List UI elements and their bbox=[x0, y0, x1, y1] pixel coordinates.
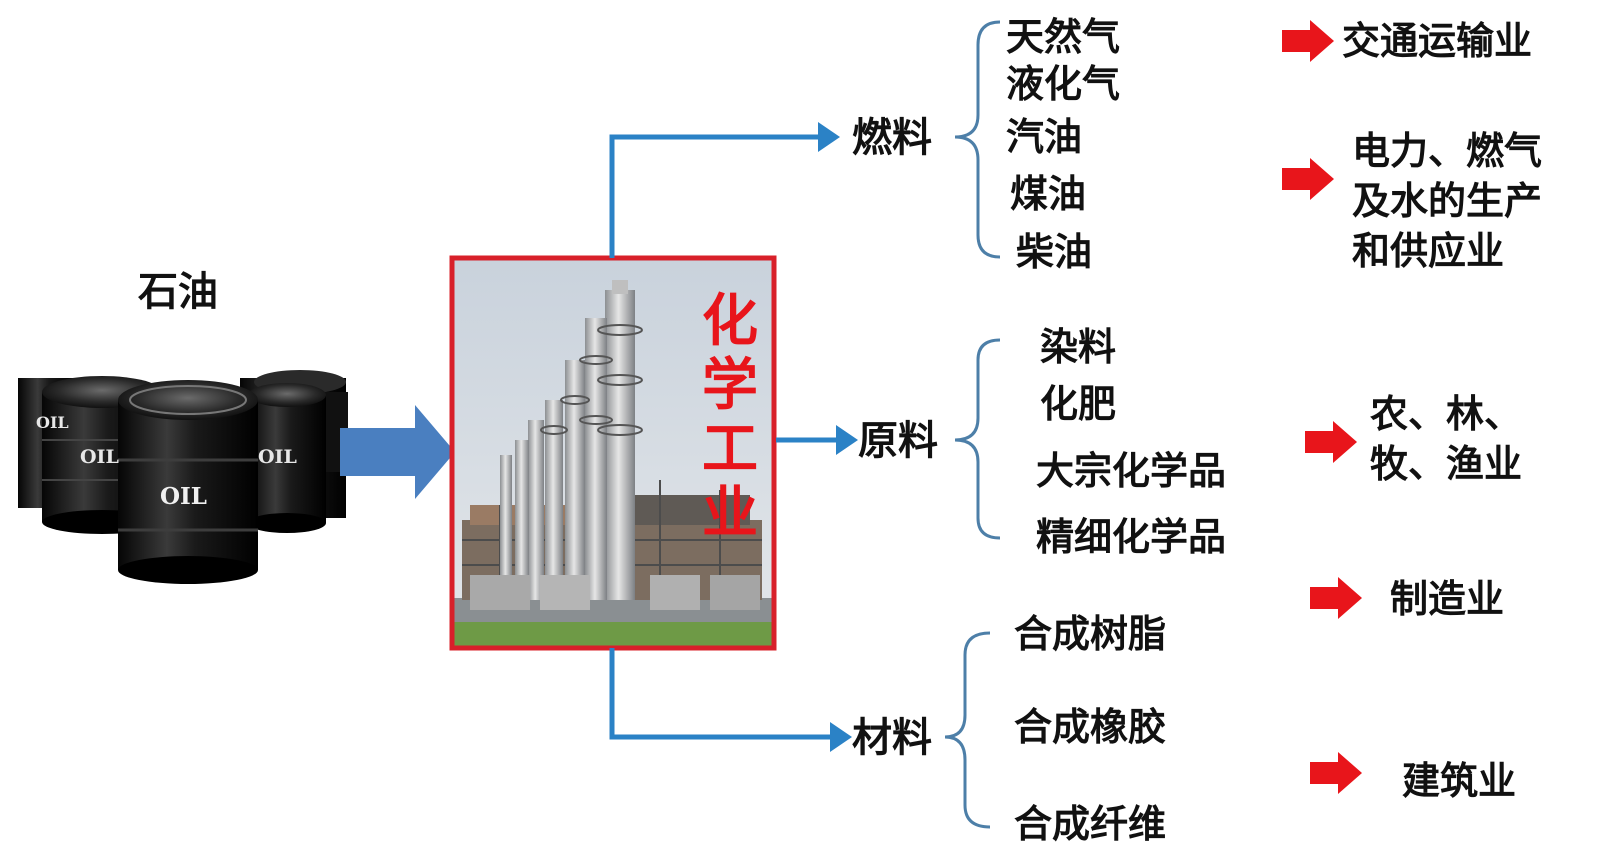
chem-char: 学 bbox=[702, 353, 758, 418]
fuel-item: 柴油 bbox=[1016, 230, 1093, 274]
red-arrow-manufacturing bbox=[1310, 577, 1362, 619]
chemical-industry-label: 化 学 工 业 bbox=[700, 290, 760, 546]
fuel-item: 液化气 bbox=[1006, 62, 1121, 106]
big-flow-arrow bbox=[340, 405, 455, 499]
fuel-item: 汽油 bbox=[1006, 115, 1083, 159]
material-bracket bbox=[944, 631, 991, 829]
red-arrow-agriculture bbox=[1305, 421, 1357, 463]
arrowheads bbox=[818, 122, 858, 752]
industry-manufacturing: 制造业 bbox=[1390, 577, 1505, 621]
red-arrow-construction bbox=[1310, 752, 1362, 794]
oil-barrels-image: OIL OIL OIL OIL bbox=[18, 370, 348, 584]
chem-char: 业 bbox=[702, 481, 758, 546]
material-arrow bbox=[609, 648, 834, 740]
raw-item: 大宗化学品 bbox=[1036, 449, 1227, 493]
industry-agriculture-line: 农、林、 bbox=[1370, 392, 1523, 436]
brackets bbox=[944, 20, 1001, 829]
industry-arrows bbox=[1282, 20, 1362, 794]
raw-item: 染料 bbox=[1040, 325, 1117, 369]
fuel-arrow bbox=[609, 134, 822, 258]
industry-utilities-line: 和供应业 bbox=[1352, 229, 1505, 273]
red-arrow-transport bbox=[1282, 20, 1334, 62]
branch-arrows bbox=[609, 134, 840, 740]
raw-bracket bbox=[954, 338, 1001, 540]
industry-agriculture-line: 牧、渔业 bbox=[1370, 442, 1523, 486]
industry-transport: 交通运输业 bbox=[1342, 19, 1533, 63]
source-label: 石油 bbox=[138, 269, 218, 315]
fuel-item: 天然气 bbox=[1006, 15, 1121, 59]
raw-item: 精细化学品 bbox=[1036, 515, 1227, 559]
fuel-bracket bbox=[954, 20, 1001, 259]
industry-utilities-line: 及水的生产 bbox=[1352, 179, 1543, 223]
fuel-item: 煤油 bbox=[1010, 172, 1087, 216]
chemical-plant-photo bbox=[449, 255, 777, 651]
fuel-label: 燃料 bbox=[852, 115, 932, 161]
chem-char: 工 bbox=[702, 417, 758, 482]
material-item: 合成纤维 bbox=[1014, 802, 1167, 846]
raw-item: 化肥 bbox=[1040, 382, 1117, 426]
raw-label: 原料 bbox=[858, 418, 938, 464]
barrel-label: OIL bbox=[36, 413, 69, 432]
barrel-label: OIL bbox=[258, 446, 297, 468]
barrel-label: OIL bbox=[80, 446, 119, 468]
chem-char: 化 bbox=[702, 289, 758, 354]
material-item: 合成树脂 bbox=[1014, 612, 1167, 656]
barrel-label: OIL bbox=[160, 483, 207, 510]
red-arrow-utilities bbox=[1282, 158, 1334, 200]
material-item: 合成橡胶 bbox=[1014, 705, 1167, 749]
industry-construction: 建筑业 bbox=[1402, 759, 1517, 803]
material-label: 材料 bbox=[852, 715, 932, 761]
industry-utilities-line: 电力、燃气 bbox=[1352, 129, 1543, 173]
